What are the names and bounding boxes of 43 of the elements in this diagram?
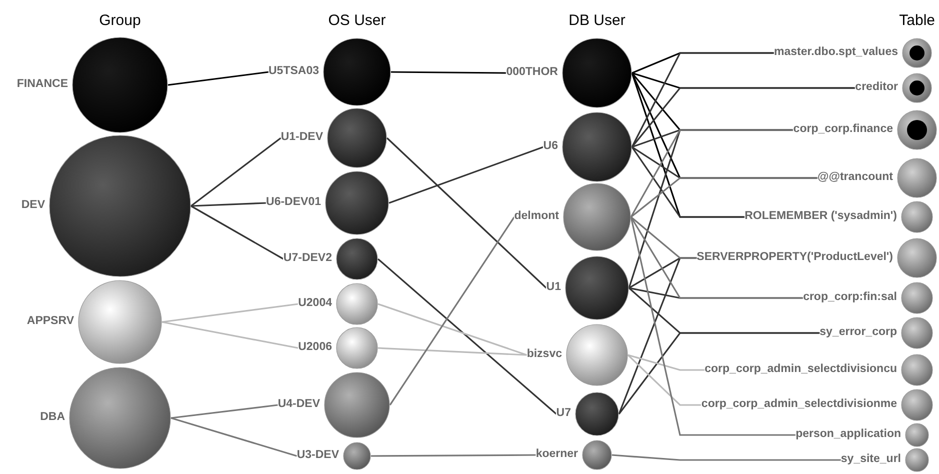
connector-line bbox=[378, 303, 528, 356]
connector-line bbox=[631, 87, 856, 148]
connector-line bbox=[612, 454, 841, 461]
connector-line bbox=[371, 454, 536, 457]
node-label: @@trancount bbox=[818, 172, 893, 184]
connector-line bbox=[630, 216, 796, 436]
connector-line bbox=[391, 71, 506, 74]
connector-line bbox=[378, 347, 527, 356]
connector-line bbox=[389, 216, 515, 406]
connector-line bbox=[388, 146, 544, 204]
connector-line bbox=[162, 321, 298, 349]
connector-line bbox=[618, 332, 820, 414]
connector-line bbox=[170, 404, 278, 419]
connector-line bbox=[190, 137, 282, 207]
node-label: sy_error_corp bbox=[820, 327, 897, 339]
connector-line bbox=[631, 52, 774, 148]
connector-line bbox=[377, 258, 557, 415]
node-label: SERVERPROPERTY('ProductLevel') bbox=[696, 252, 893, 264]
column-heading: DB User bbox=[568, 11, 626, 31]
connector-line bbox=[190, 202, 266, 207]
connector-line bbox=[627, 354, 702, 406]
node-label: corp_corp_admin_selectdivisioncu bbox=[704, 364, 897, 376]
connector-line bbox=[630, 129, 794, 218]
column-heading: Table bbox=[898, 11, 935, 31]
node-label: crop_corp:fin:sal bbox=[803, 292, 897, 304]
connector-line bbox=[168, 71, 269, 86]
connector-line bbox=[628, 354, 705, 371]
connector-line bbox=[386, 137, 547, 289]
connector-line bbox=[630, 216, 804, 299]
connector-line bbox=[170, 417, 298, 457]
node-label: ROLEMEMBER ('sysadmin') bbox=[744, 211, 897, 223]
column-heading: OS User bbox=[327, 11, 387, 31]
connector-line bbox=[162, 303, 298, 323]
connector-line bbox=[190, 205, 284, 260]
node-label: corp_corp.finance bbox=[793, 124, 893, 136]
connector-line bbox=[631, 146, 745, 218]
node-label: sy_site_url bbox=[840, 454, 901, 466]
connector-line bbox=[630, 216, 697, 259]
node-label: master.dbo.spt_values bbox=[774, 47, 898, 59]
node-label: person_application bbox=[796, 429, 901, 441]
node-label: corp_corp_admin_selectdivisionme bbox=[701, 399, 897, 411]
column-heading: Group bbox=[98, 11, 142, 31]
connector-line bbox=[630, 177, 818, 218]
